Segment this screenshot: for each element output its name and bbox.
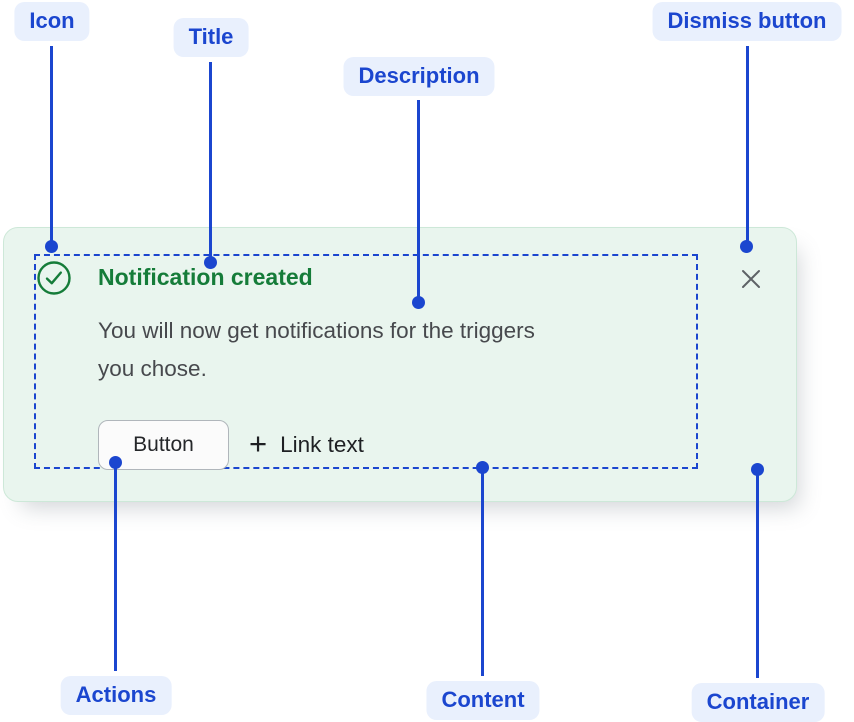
callout-line-actions <box>114 468 117 671</box>
callout-line-dismiss <box>746 46 749 241</box>
check-circle-icon <box>36 260 72 296</box>
callout-label-content: Content <box>426 681 540 720</box>
callout-label-actions: Actions <box>60 676 172 715</box>
callout-line-title <box>209 62 212 257</box>
notification-container: Notification created You will now get no… <box>3 227 797 502</box>
callout-dot-dismiss <box>740 240 753 253</box>
callout-label-title: Title <box>173 18 249 57</box>
notification-description: You will now get notifications for the t… <box>98 312 535 388</box>
plus-icon: + <box>249 425 268 461</box>
callout-label-description: Description <box>343 57 495 96</box>
callout-dot-content <box>476 461 489 474</box>
description-line-2: you chose. <box>98 356 207 381</box>
callout-dot-title <box>204 256 217 269</box>
callout-label-icon: Icon <box>14 2 90 41</box>
description-line-1: You will now get notifications for the t… <box>98 318 535 343</box>
notification-title: Notification created <box>98 264 313 290</box>
callout-dot-actions <box>109 456 122 469</box>
close-icon <box>739 267 763 291</box>
callout-line-description <box>417 100 420 297</box>
content-region-outline <box>34 254 698 469</box>
callout-dot-description <box>412 296 425 309</box>
callout-line-container <box>756 475 759 678</box>
action-link-label: Link text <box>280 432 364 457</box>
action-link[interactable]: + Link text <box>249 420 364 470</box>
callout-dot-icon <box>45 240 58 253</box>
dismiss-button[interactable] <box>731 260 771 298</box>
callout-label-container: Container <box>691 683 825 722</box>
callout-line-icon <box>50 46 53 241</box>
callout-label-dismiss: Dismiss button <box>652 2 842 41</box>
callout-dot-container <box>751 463 764 476</box>
callout-line-content <box>481 473 484 676</box>
